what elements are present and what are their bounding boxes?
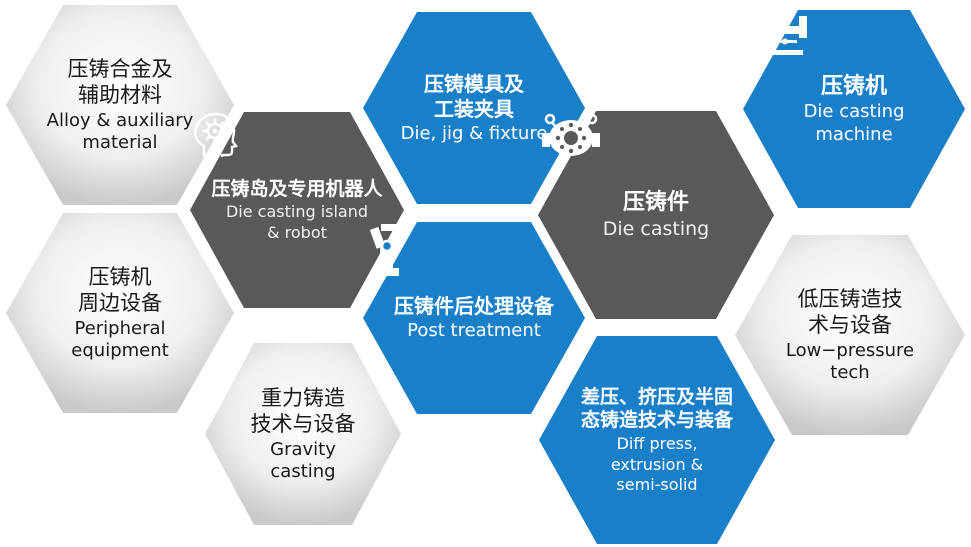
hex-subtitle-line: material — [82, 132, 158, 154]
hex-subtitle-line: Gravity — [270, 438, 336, 460]
hex-peripheral-equipment: 压铸机 周边设备 Peripheral equipment — [6, 213, 234, 413]
robot-arm-icon — [369, 222, 403, 276]
hex-title-line: 压铸件后处理设备 — [394, 294, 554, 319]
hex-title-line: 压铸合金及 — [67, 57, 173, 82]
hex-die-casting-island: 压铸岛及专用机器人 Die casting island & robot — [190, 112, 404, 308]
hex-title-line: 压铸模具及 — [424, 71, 524, 96]
hex-shape — [190, 112, 404, 308]
hex-die-casting-machine: 压铸机 Die casting machine — [743, 10, 965, 208]
casting-part-icon — [542, 113, 600, 156]
hex-shape — [363, 12, 585, 204]
hex-subtitle-line: tech — [830, 362, 870, 384]
hex-shape — [743, 10, 965, 208]
hex-alloy-material: 压铸合金及 辅助材料 Alloy & auxiliary material — [6, 5, 234, 205]
hex-title-line: 差压、挤压及半固 — [580, 385, 733, 408]
hex-subtitle-line: Alloy & auxiliary — [46, 109, 194, 131]
hex-die-casting: 压铸件 Die casting — [538, 111, 774, 319]
hex-subtitle-line: & robot — [267, 222, 327, 242]
hex-title-line: 术与设备 — [808, 313, 892, 338]
hex-subtitle-line: machine — [815, 123, 893, 145]
hex-shape — [538, 111, 774, 319]
hex-shape — [539, 336, 775, 544]
hex-title-line: 压铸机 — [820, 73, 887, 99]
hex-shape — [6, 5, 234, 205]
hex-subtitle-line: extrusion & — [610, 454, 704, 474]
hex-subtitle-line: Die casting — [602, 217, 710, 240]
hex-title-line: 重力铸造 — [261, 386, 345, 411]
hex-title-line: 态铸造技术与装备 — [580, 409, 733, 432]
hex-subtitle-line: Die casting island — [225, 202, 369, 222]
hex-title-line: 压铸机 — [88, 265, 152, 290]
hex-shape — [6, 213, 234, 413]
hex-low-pressure-tech: 低压铸造技 术与设备 Low−pressure tech — [735, 235, 965, 435]
hex-title-line: 工装夹具 — [434, 96, 514, 121]
hex-shape — [735, 235, 965, 435]
hex-title-line: 压铸件 — [622, 190, 689, 216]
hex-shape — [363, 222, 585, 414]
hex-diff-press-semi-solid: 差压、挤压及半固 态铸造技术与装备 Diff press, extrusion … — [539, 336, 775, 544]
hex-subtitle-line: Die casting — [803, 101, 905, 123]
hex-title-line: 技术与设备 — [250, 412, 356, 437]
hex-title-line: 压铸岛及专用机器人 — [211, 177, 383, 200]
hex-subtitle-line: Diff press, — [616, 434, 698, 454]
hex-subtitle-line: casting — [270, 461, 336, 483]
hex-gravity-casting: 重力铸造 技术与设备 Gravity casting — [205, 343, 401, 525]
hex-subtitle-line: Low−pressure — [785, 339, 915, 361]
hex-title-line: 辅助材料 — [78, 83, 162, 108]
hex-shape — [205, 343, 401, 525]
hex-subtitle-line: equipment — [71, 340, 169, 362]
hex-title-line: 周边设备 — [78, 291, 162, 316]
hex-post-treatment: 压铸件后处理设备 Post treatment — [363, 222, 585, 414]
hex-subtitle-line: Peripheral — [74, 317, 166, 339]
hex-subtitle-line: semi-solid — [616, 474, 698, 494]
hex-title-line: 低压铸造技 — [797, 287, 903, 312]
die-casting-machine-icon — [747, 14, 807, 55]
hex-die-jig-fixture: 压铸模具及 工装夹具 Die, jig & fixture — [363, 12, 585, 204]
head-gear-icon — [194, 112, 239, 158]
hex-subtitle-line: Die, jig & fixture — [400, 122, 548, 144]
hex-subtitle-line: Post treatment — [407, 320, 541, 342]
